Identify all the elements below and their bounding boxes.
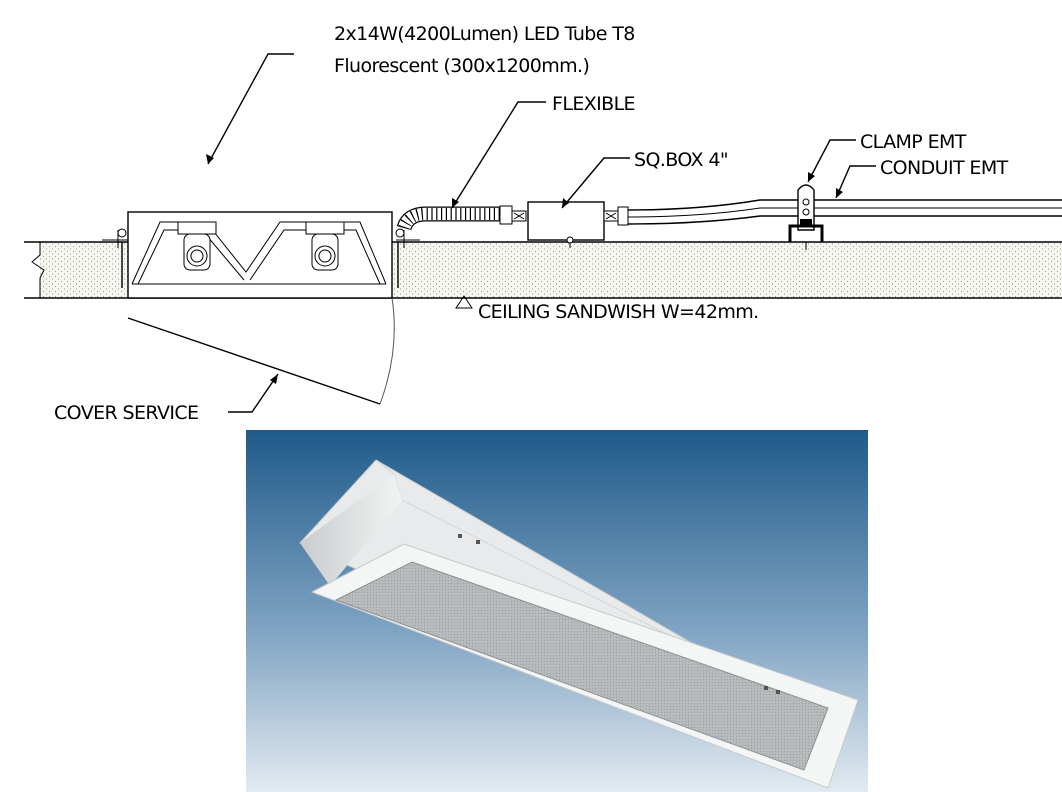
lamp-holder-right	[305, 221, 345, 271]
fixture-label-line1: 2x14W(4200Lumen) LED Tube T8	[334, 23, 635, 45]
flexible-conduit	[396, 205, 527, 231]
break-line	[31, 242, 45, 298]
conduit-label: CONDUIT EMT	[880, 157, 1009, 179]
clamp-label: CLAMP EMT	[860, 131, 967, 153]
fixture-section	[102, 211, 420, 299]
emt-conduit	[627, 199, 1062, 225]
cover-service-label: COVER SERVICE	[54, 402, 198, 424]
flexible-label: FLEXIBLE	[552, 93, 635, 115]
sq-box-label: SQ.BOX 4"	[634, 149, 728, 171]
square-box	[527, 201, 629, 248]
fixture-label-line2: Fluorescent (300x1200mm.)	[334, 55, 589, 77]
fixture-photo	[246, 430, 868, 792]
ceiling-label: CEILING SANDWISH W=42mm.	[478, 301, 759, 323]
lamp-holder-left	[177, 221, 217, 271]
emt-clamp	[788, 184, 824, 250]
cover-service-swing	[127, 297, 395, 405]
leader-lines	[206, 53, 876, 413]
